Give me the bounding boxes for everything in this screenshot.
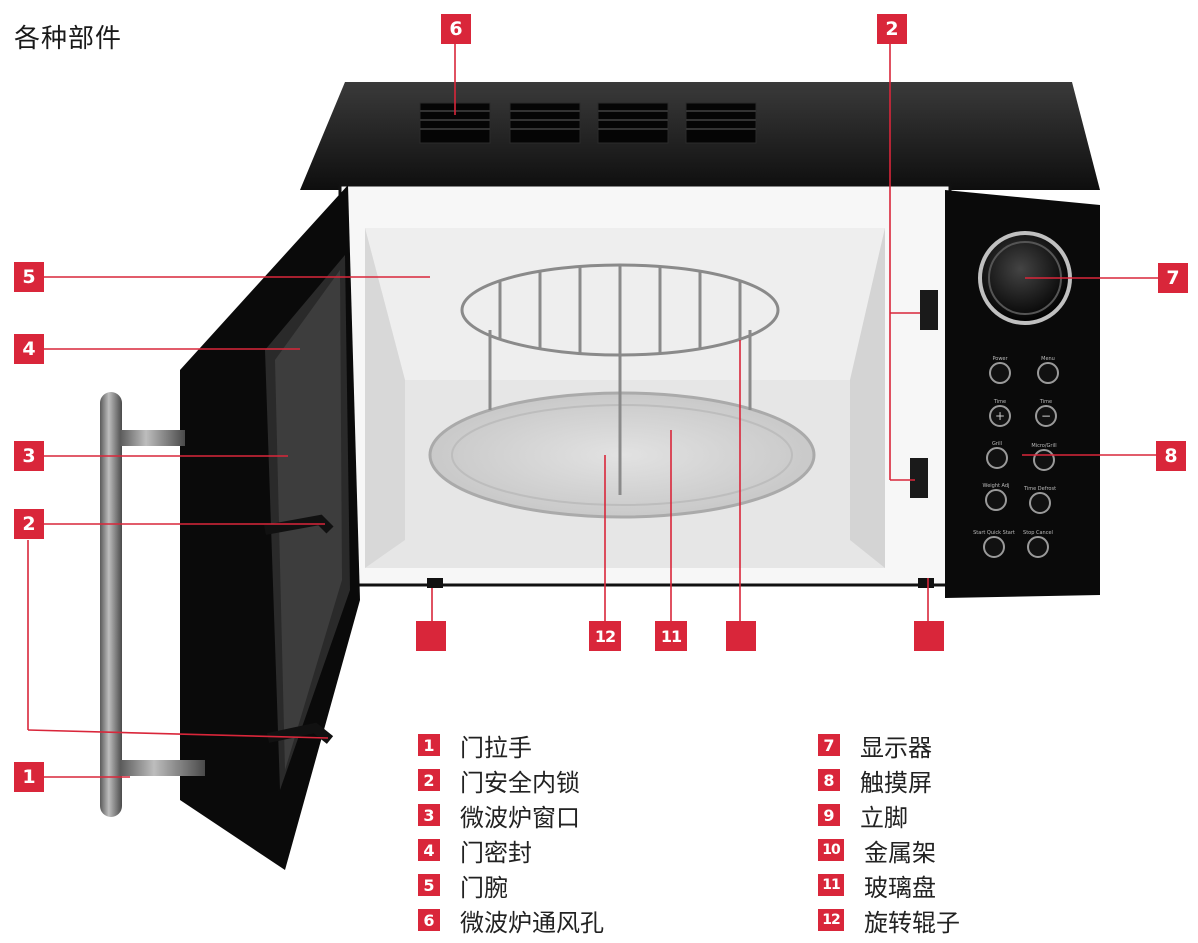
legend-item: 11 玻璃盘 xyxy=(818,870,936,902)
callout-badge-unlabeled xyxy=(416,621,446,651)
legend-label: 微波炉通风孔 xyxy=(460,908,604,937)
door-handle xyxy=(100,392,205,817)
legend-label: 门密封 xyxy=(460,838,532,867)
legend-item: 4 门密封 xyxy=(418,835,532,867)
panel-buttons xyxy=(983,362,1059,558)
legend-number: 3 xyxy=(418,804,440,826)
callout-badge: 8 xyxy=(1156,441,1186,471)
legend-number: 7 xyxy=(818,734,840,756)
legend-label: 触摸屏 xyxy=(860,768,932,797)
legend-item: 9 立脚 xyxy=(818,800,908,832)
metal-rack xyxy=(460,263,780,495)
callout-badge: 3 xyxy=(14,441,44,471)
legend-label: 门拉手 xyxy=(460,733,532,762)
legend-label: 门安全内锁 xyxy=(460,768,580,797)
legend-number: 10 xyxy=(818,839,844,861)
vent-slots xyxy=(419,102,757,144)
legend-item: 12 旋转辊子 xyxy=(818,905,960,937)
callout-badge: 11 xyxy=(655,621,687,651)
leader-lines xyxy=(27,43,1160,778)
legend-number: 12 xyxy=(818,909,844,931)
legend-label: 金属架 xyxy=(864,838,936,867)
legend-item: 2 门安全内锁 xyxy=(418,765,580,797)
legend-number: 6 xyxy=(418,909,440,931)
callout-badge-unlabeled xyxy=(726,621,756,651)
legend-number: 11 xyxy=(818,874,844,896)
legend-item: 10 金属架 xyxy=(818,835,936,867)
callout-badge: 2 xyxy=(877,14,907,44)
callout-badge: 1 xyxy=(14,762,44,792)
legend-number: 1 xyxy=(418,734,440,756)
legend-item: 7 显示器 xyxy=(818,730,932,762)
legend-item: 5 门腕 xyxy=(418,870,508,902)
callout-badge: 2 xyxy=(14,509,44,539)
legend-label: 显示器 xyxy=(860,733,932,762)
legend-item: 6 微波炉通风孔 xyxy=(418,905,604,937)
callout-badge: 6 xyxy=(441,14,471,44)
callout-badge: 7 xyxy=(1158,263,1188,293)
legend-label: 玻璃盘 xyxy=(864,873,936,902)
callout-badge-unlabeled xyxy=(914,621,944,651)
legend-item: 8 触摸屏 xyxy=(818,765,932,797)
legend-label: 微波炉窗口 xyxy=(460,803,580,832)
legend-number: 2 xyxy=(418,769,440,791)
legend-number: 5 xyxy=(418,874,440,896)
legend-number: 9 xyxy=(818,804,840,826)
legend-label: 旋转辊子 xyxy=(864,908,960,937)
legend-number: 4 xyxy=(418,839,440,861)
legend-item: 1 门拉手 xyxy=(418,730,532,762)
callout-badge: 5 xyxy=(14,262,44,292)
legend-label: 立脚 xyxy=(860,803,908,832)
legend-label: 门腕 xyxy=(460,873,508,902)
callout-badge: 12 xyxy=(589,621,621,651)
callout-badge: 4 xyxy=(14,334,44,364)
page-title: 各种部件 xyxy=(14,24,123,54)
glass-plate xyxy=(428,391,816,519)
legend-number: 8 xyxy=(818,769,840,791)
legend-item: 3 微波炉窗口 xyxy=(418,800,580,832)
